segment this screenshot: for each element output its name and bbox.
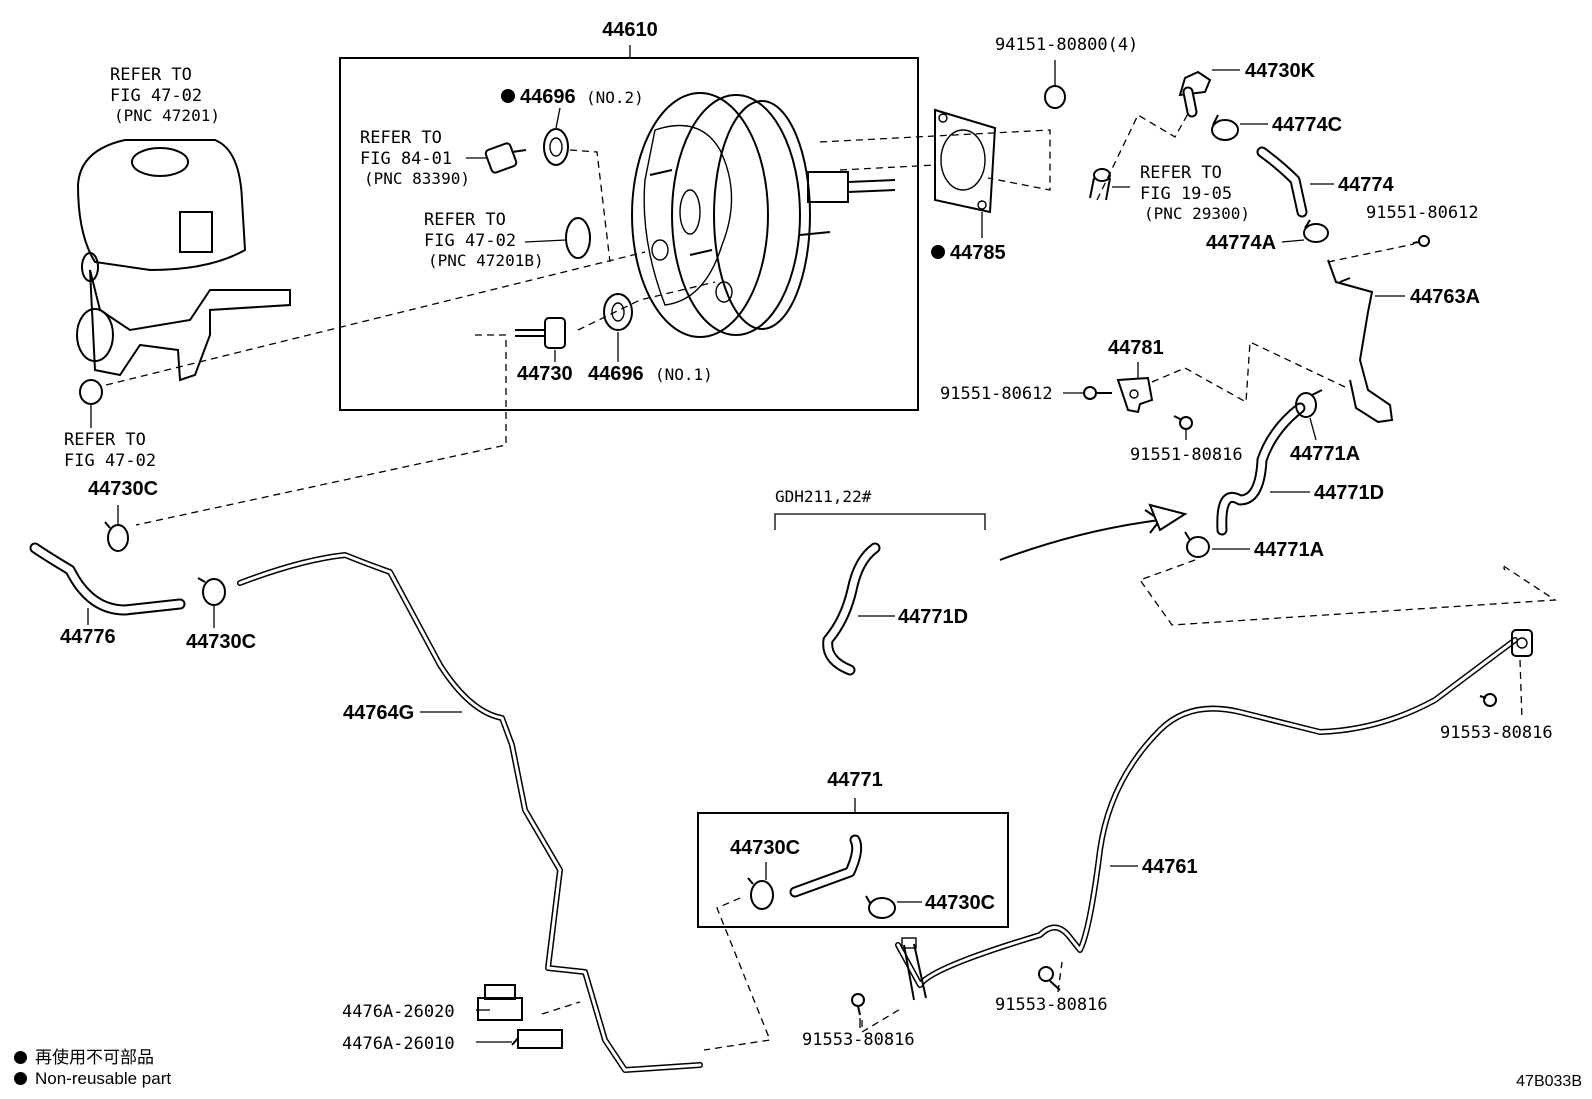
label-44696-no1-note: (NO.1) (655, 365, 713, 384)
refer-2-line2: FIG 84-01 (360, 149, 452, 169)
check-valve-44730 (515, 317, 566, 349)
label-91551-80612-a: 91551-80612 (1366, 203, 1479, 223)
label-44774A: 44774A (1206, 232, 1276, 254)
label-44776: 44776 (60, 626, 116, 648)
label-44763A: 44763A (1410, 286, 1480, 308)
label-44771D-2: 44771D (898, 606, 968, 628)
label-44696-no2: 44696 (520, 86, 576, 108)
bolt-91551-80612-a (1412, 235, 1430, 247)
clamp-44730C-top (104, 521, 129, 552)
label-44730C-1: 44730C (88, 478, 158, 500)
refer-3-line2: FIG 47-02 (424, 231, 516, 251)
bolt-91553-80816-right (1479, 693, 1497, 707)
clamp-44730C-box-right (865, 895, 896, 919)
label-44696-no1: 44696 (588, 363, 644, 385)
hose-44771-short (791, 836, 861, 896)
pipe-44764G (238, 553, 702, 1072)
label-44730K: 44730K (1245, 60, 1316, 82)
brake-booster (631, 92, 896, 338)
label-91553-c: 91553-80816 (802, 1030, 915, 1050)
label-44771D-1: 44771D (1314, 482, 1384, 504)
bolt-91553-80816-mid (1038, 966, 1061, 991)
refer-5-line1: REFER TO (1140, 163, 1222, 183)
hose-44776 (31, 544, 184, 614)
refer-2-line3: (PNC 83390) (364, 169, 470, 188)
label-44774: 44774 (1338, 174, 1394, 196)
clip-4476A-26020 (477, 984, 523, 1021)
label-91551-80816: 91551-80816 (1130, 445, 1243, 465)
master-cylinder-nut (79, 379, 103, 405)
master-cylinder (76, 139, 291, 382)
fitting-refer-19-05 (1089, 168, 1111, 201)
label-44785: 44785 (950, 242, 1006, 264)
label-44730C-3: 44730C (730, 837, 800, 859)
label-gdh: GDH211,22# (775, 487, 872, 506)
label-44730C-4: 44730C (925, 892, 995, 914)
hose-44771D-alt (824, 544, 879, 674)
label-44610: 44610 (602, 19, 658, 41)
bracket-44781 (1116, 376, 1154, 414)
label-44761: 44761 (1142, 856, 1198, 878)
refer-5-line3: (PNC 29300) (1144, 204, 1250, 223)
refer-5-line2: FIG 19-05 (1140, 184, 1232, 204)
legend-en-text: Non-reusable part (35, 1069, 172, 1088)
nut-94151 (1044, 85, 1066, 109)
check-valve-part (484, 142, 527, 174)
label-44730: 44730 (517, 363, 573, 385)
label-44730C-2: 44730C (186, 631, 256, 653)
label-44771: 44771 (827, 769, 883, 791)
legend-en: Non-reusable part (14, 1069, 171, 1089)
label-4476A-26020: 4476A-26020 (342, 1002, 455, 1022)
label-44771A-1: 44771A (1290, 443, 1360, 465)
hose-44774 (1258, 148, 1306, 216)
hose-assembly-box-44771 (697, 812, 1009, 928)
refer-1-line1: REFER TO (110, 65, 192, 85)
figure-id: 47B033B (1516, 1073, 1582, 1090)
refer-3-line1: REFER TO (424, 210, 506, 230)
gasket-44785 (934, 108, 997, 214)
clamp-44730C-left (197, 577, 226, 606)
label-44771A-2: 44771A (1254, 539, 1324, 561)
clamp-44771A-upper (1295, 389, 1323, 418)
label-44764G: 44764G (343, 702, 414, 724)
bolt-91551-80816 (1173, 415, 1193, 430)
label-94151: 94151-80800(4) (995, 35, 1138, 55)
label-44774C: 44774C (1272, 114, 1342, 136)
bolt-91551-80612-b (1083, 386, 1112, 400)
label-91553-a: 91553-80816 (1440, 723, 1553, 743)
gdh-bracket (774, 513, 986, 530)
legend-bullet-icon (14, 1072, 27, 1085)
legend-jp-text: 再使用不可部品 (35, 1048, 154, 1067)
clamp-44771A-lower (1184, 531, 1210, 558)
pipe-44761-vertical-fitting (901, 937, 927, 1001)
pipe-44761-end-fitting (1511, 629, 1533, 657)
refer-1-line3: (PNC 47201) (114, 106, 220, 125)
label-44781: 44781 (1108, 337, 1164, 359)
bracket-44763A (1327, 259, 1394, 424)
label-91553-b: 91553-80816 (995, 995, 1108, 1015)
grommet-44696-no2 (543, 128, 569, 166)
o-ring (565, 217, 591, 259)
label-44696-no2-note: (NO.2) (586, 88, 644, 107)
legend-bullet-icon (14, 1051, 27, 1064)
booster-assembly-box (339, 57, 919, 411)
hose-44771D-main (1218, 404, 1304, 534)
refer-3-line3: (PNC 47201B) (428, 251, 544, 270)
refer-2-line1: REFER TO (360, 128, 442, 148)
clip-4476A-26010 (511, 1029, 563, 1049)
grommet-44696-no1 (603, 293, 633, 331)
refer-4-line1: REFER TO (64, 430, 146, 450)
label-91551-80612-b: 91551-80612 (940, 384, 1053, 404)
refer-4-line2: FIG 47-02 (64, 451, 156, 471)
bolt-91553-80816-left (851, 993, 865, 1016)
clamp-44774C (1211, 114, 1239, 141)
pipe-44761 (896, 638, 1517, 987)
label-4476A-26010: 4476A-26010 (342, 1034, 455, 1054)
clamp-44774A (1303, 219, 1329, 243)
clamp-44730C-box-left (747, 877, 774, 910)
fitting-44730K (1178, 70, 1212, 118)
refer-1-line2: FIG 47-02 (110, 86, 202, 106)
legend-jp: 再使用不可部品 (14, 1043, 154, 1068)
